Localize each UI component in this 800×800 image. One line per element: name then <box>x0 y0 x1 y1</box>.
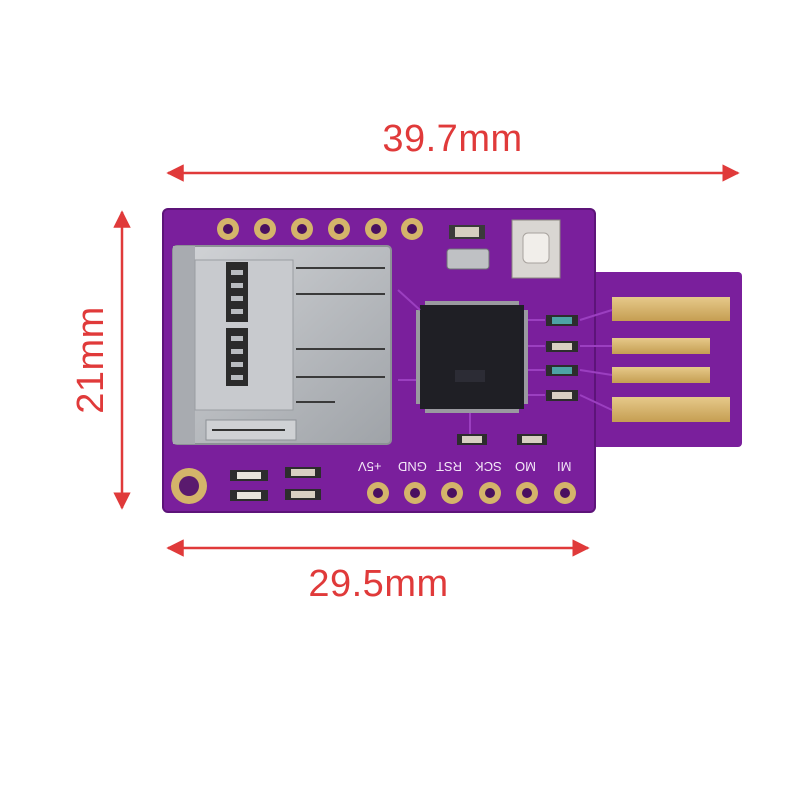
top-header-pads <box>217 218 423 240</box>
pin-label-mo: MO <box>515 459 536 474</box>
pin-label-rst: RST <box>436 459 462 474</box>
bottom-header-pads <box>367 482 576 504</box>
height-label: 21mm <box>70 306 112 414</box>
usb-contact-1 <box>612 297 730 321</box>
width-board-label: 29.5mm <box>308 563 449 605</box>
usb-contact-2 <box>612 338 710 354</box>
pcb-traces <box>397 289 613 434</box>
pin-label-sck: SCK <box>475 459 502 474</box>
width-overall-label: 39.7mm <box>382 118 523 160</box>
smd-components <box>230 315 578 501</box>
usb-contact-3 <box>612 367 710 383</box>
pin-label-5v: +5V <box>358 459 382 474</box>
microsd-slot <box>172 245 392 445</box>
usb-contact-4 <box>612 397 730 422</box>
crystal <box>446 248 490 270</box>
pin-label-mi: MI <box>557 459 572 474</box>
microcontroller-chip <box>416 301 528 413</box>
reset-button <box>511 219 561 279</box>
pin-label-gnd: GND <box>398 459 427 474</box>
